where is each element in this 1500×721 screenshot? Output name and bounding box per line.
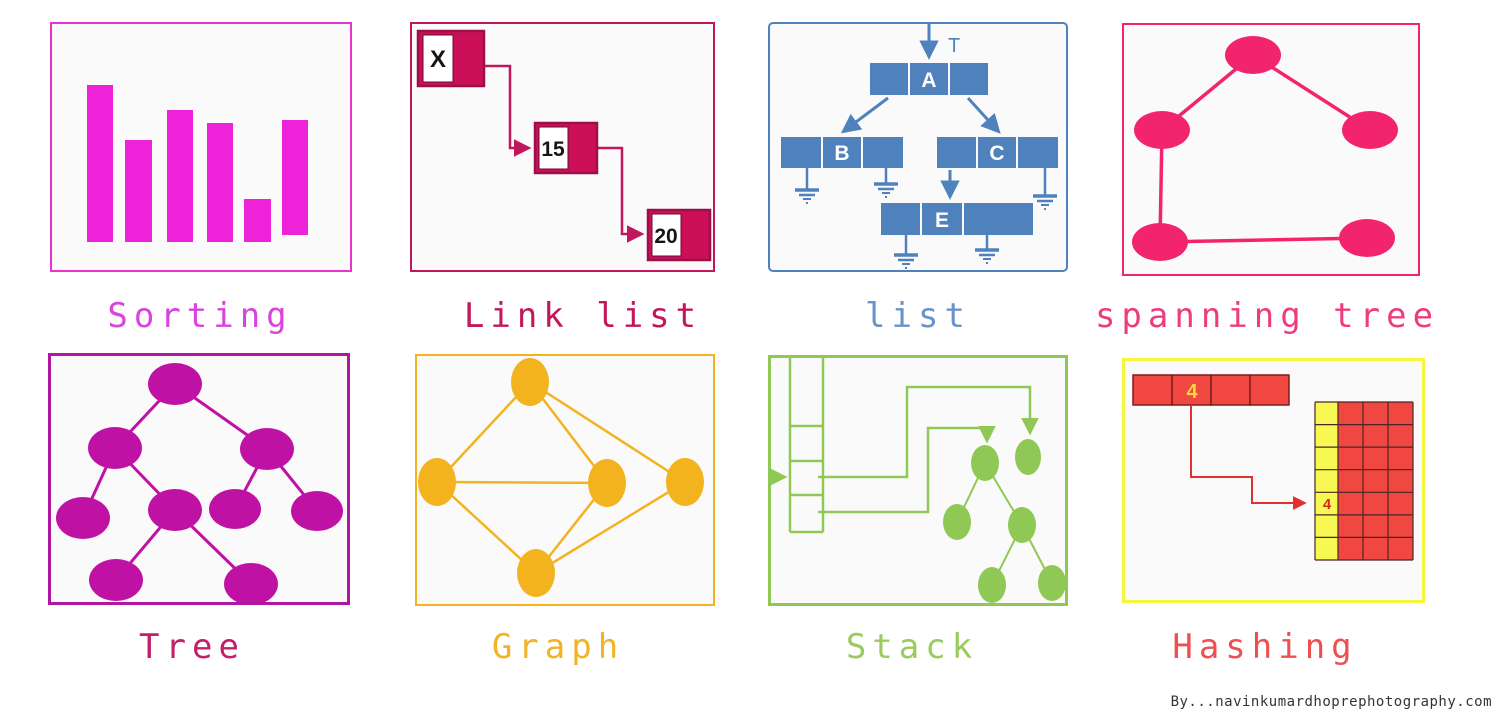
- graph-edges: [436, 380, 686, 575]
- link-list-label: Link list: [463, 296, 703, 336]
- panel-spanning-tree: [1122, 23, 1420, 276]
- list-cell-node: C: [937, 137, 1058, 168]
- stack-pointer-line: [818, 426, 996, 514]
- list-label: list: [865, 296, 971, 336]
- stack-label: Stack: [845, 627, 979, 667]
- node-value: B: [834, 142, 849, 165]
- hash-key-array: 4: [1132, 374, 1290, 406]
- panel-stack: [768, 355, 1068, 606]
- bar: [244, 199, 271, 242]
- hash-key-value: 4: [1186, 381, 1198, 403]
- tree-diagram: [56, 363, 343, 602]
- panel-link-list: X 15 20: [410, 22, 715, 272]
- graph-nodes: [418, 358, 704, 597]
- graph-diagram: [418, 358, 704, 597]
- edge-arrow: [840, 96, 889, 134]
- ground-symbol: [1033, 168, 1057, 210]
- bar: [125, 140, 152, 242]
- list-node: 20: [646, 208, 712, 262]
- list-node: 15: [533, 121, 599, 175]
- hash-table: 4: [1314, 401, 1414, 561]
- node-value: 15: [541, 138, 565, 161]
- stack-pointer-line: [818, 385, 1039, 479]
- ground-symbol: [894, 235, 918, 269]
- hashing-diagram: 4: [1132, 374, 1414, 561]
- list-cell-node: E: [881, 203, 1033, 235]
- list-cell-node: B: [781, 137, 903, 168]
- link-arrow: [484, 64, 532, 157]
- panel-graph: [415, 354, 715, 606]
- spanning-tree-nodes: [1132, 36, 1398, 261]
- list-diagram: T: [781, 24, 1058, 269]
- edge-arrow: [966, 96, 1001, 134]
- ground-symbol: [975, 235, 999, 264]
- ground-symbol: [874, 168, 898, 198]
- stack-tree-edges: [956, 462, 1053, 586]
- hash-bucket-value: 4: [1323, 496, 1332, 513]
- link-arrow: [597, 146, 645, 243]
- node-value: A: [921, 69, 936, 92]
- hashing-label: Hashing: [1172, 627, 1358, 667]
- node-value: E: [935, 209, 949, 232]
- spanning-tree-label: spanning tree: [1094, 296, 1440, 336]
- stack-cells: [788, 358, 825, 534]
- list-node: X: [416, 29, 486, 88]
- graph-label: Graph: [491, 627, 625, 667]
- panel-tree: [48, 353, 350, 605]
- bar: [167, 110, 193, 242]
- node-value: C: [989, 142, 1004, 165]
- hash-arrow: [1190, 405, 1307, 510]
- stack-diagram: [771, 358, 1065, 603]
- node-value: 20: [654, 225, 677, 248]
- panel-sorting: [50, 22, 352, 272]
- panel-hashing: 4: [1122, 358, 1425, 603]
- spanning-tree-edges: [1158, 53, 1371, 244]
- sorting-bar-chart: [87, 85, 308, 242]
- link-list-diagram: X 15 20: [416, 29, 712, 262]
- stack-tree-nodes: [943, 439, 1065, 603]
- sorting-label: Sorting: [107, 296, 293, 336]
- node-value: X: [430, 46, 446, 73]
- bar: [207, 123, 233, 242]
- credit-text: By...navinkumardhoprephotography.com: [1170, 694, 1492, 710]
- bar: [282, 120, 308, 235]
- list-cell-node: A: [870, 63, 988, 95]
- ground-symbol: [795, 168, 819, 204]
- tree-label: Tree: [139, 627, 245, 667]
- tree-nodes: [56, 363, 343, 602]
- panel-list: T: [768, 22, 1068, 272]
- tree-edges: [81, 382, 319, 586]
- pointer-label: T: [948, 35, 960, 57]
- bar: [87, 85, 113, 242]
- spanning-tree-diagram: [1132, 36, 1398, 261]
